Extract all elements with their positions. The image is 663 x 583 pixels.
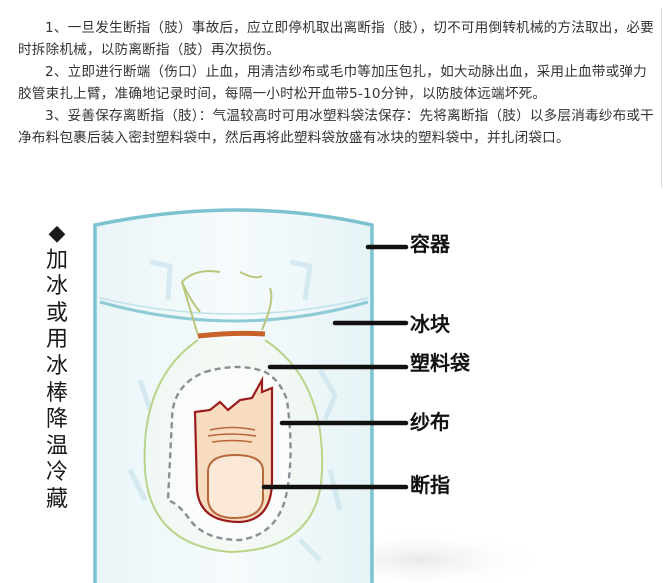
paragraph-step-2: 2、立即进行断端（伤口）止血，用清洁纱布或毛巾等加压包扎，如大动脉出血，采用止血… bbox=[18, 64, 647, 102]
fingernail bbox=[207, 453, 264, 520]
paragraph-step-3: 3、妥善保存离断指（肢）：气温较高时可用冰塑料袋法保存：先将离断指（肢）以多层消… bbox=[18, 108, 654, 146]
bullet-diamond-icon: ◆ bbox=[48, 221, 66, 246]
water-surface-line bbox=[99, 300, 369, 323]
callout-gauze: 纱布 bbox=[410, 410, 450, 434]
paragraph-step-1: 1、一旦发生断指（肢）事故后，应立即停机取出离断指（肢），切不可用倒转机械的方法… bbox=[18, 20, 654, 58]
scrollbar-edge bbox=[661, 8, 662, 188]
knuckle-lines bbox=[207, 426, 257, 443]
callout-plastic-bag: 塑料袋 bbox=[410, 351, 470, 375]
ice-storage-illustration: ◆ 加 冰 或 用 冰 棒 降 温 冷 藏 容器 冰块 塑料袋 纱布 断指 bbox=[0, 185, 663, 583]
article-text: 1、一旦发生断指（肢）事故后，应立即停机取出离断指（肢），切不可用倒转机械的方法… bbox=[0, 0, 663, 190]
callout-severed-finger: 断指 bbox=[410, 473, 450, 497]
callout-leader-lines bbox=[261, 244, 409, 490]
vertical-caption: ◆ 加 冰 或 用 冰 棒 降 温 冷 藏 bbox=[45, 221, 68, 512]
container-outline bbox=[93, 208, 374, 583]
ice-cubes-icon bbox=[127, 259, 343, 562]
bag-tie bbox=[197, 330, 266, 339]
illustration-drawing bbox=[93, 208, 550, 583]
callout-container: 容器 bbox=[410, 232, 450, 256]
callout-ice: 冰块 bbox=[410, 312, 450, 336]
